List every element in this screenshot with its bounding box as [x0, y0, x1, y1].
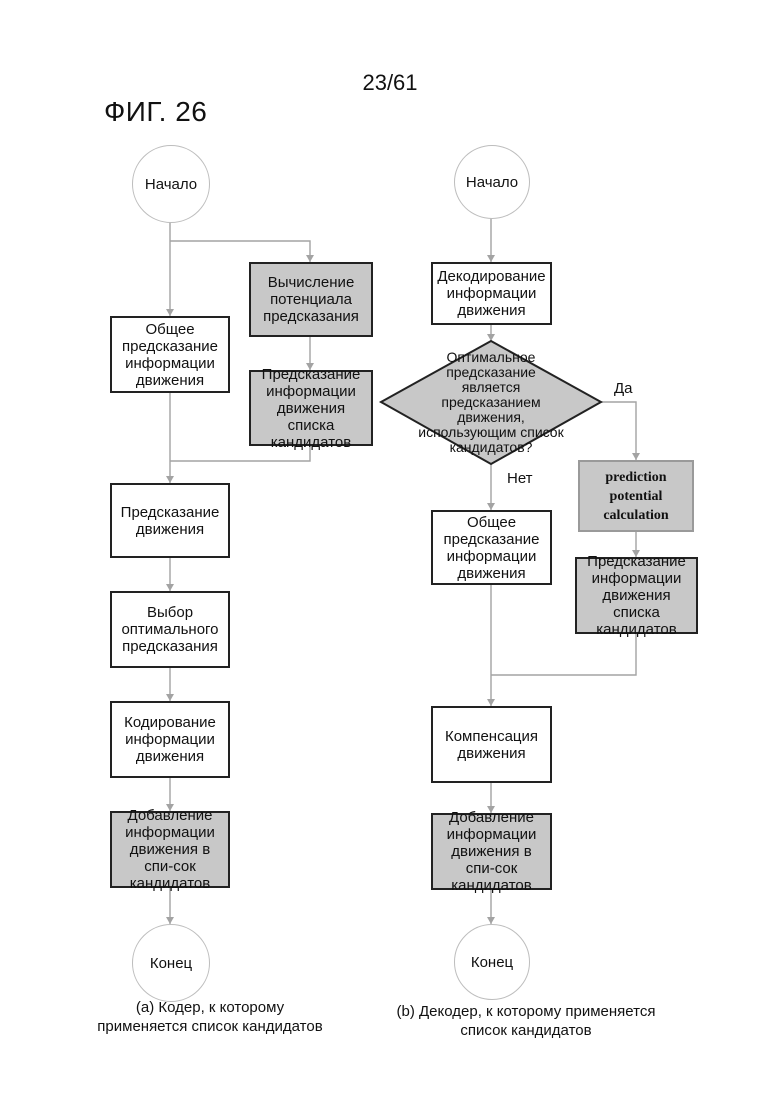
- decoder-potential-calculation-box: prediction potential calculation: [578, 460, 694, 532]
- decoder-end-node: Конец: [454, 924, 530, 1000]
- encoder-motion-prediction-box: Предсказание движения: [110, 483, 230, 558]
- page-number: 23/61: [340, 70, 440, 96]
- encoder-end-node: Конец: [132, 924, 210, 1002]
- encoder-add-candidate-box: Добавление информации движения в спи-сок…: [110, 811, 230, 888]
- decoder-compensation-box: Компенсация движения: [431, 706, 552, 783]
- decoder-decode-box: Декодирование информации движения: [431, 262, 552, 325]
- encoder-encoding-box: Кодирование информации движения: [110, 701, 230, 778]
- decoder-start-node: Начало: [454, 145, 530, 219]
- encoder-candidate-prediction-box: Предсказание информации движения списка …: [249, 370, 373, 446]
- encoder-caption: (a) Кодер, к которому применяется список…: [90, 998, 330, 1036]
- decoder-common-prediction-box: Общее предсказание информации движения: [431, 510, 552, 585]
- decoder-add-candidate-box: Добавление информации движения в спи-сок…: [431, 813, 552, 890]
- decision-yes-label: Да: [614, 380, 633, 397]
- figure-title: ФИГ. 26: [104, 96, 207, 128]
- decoder-decision-text: Оптимальное предсказание является предск…: [418, 358, 564, 446]
- decision-no-label: Нет: [507, 470, 533, 487]
- decoder-candidate-prediction-box: Предсказание информации движения списка …: [575, 557, 698, 634]
- encoder-common-prediction-box: Общее предсказание информации движения: [110, 316, 230, 393]
- decoder-caption: (b) Декодер, к которому применяется спис…: [396, 1002, 656, 1040]
- encoder-potential-calculation-box: Вычисление потенциала предсказания: [249, 262, 373, 337]
- encoder-optimal-selection-box: Выбор оптимального предсказания: [110, 591, 230, 668]
- encoder-start-node: Начало: [132, 145, 210, 223]
